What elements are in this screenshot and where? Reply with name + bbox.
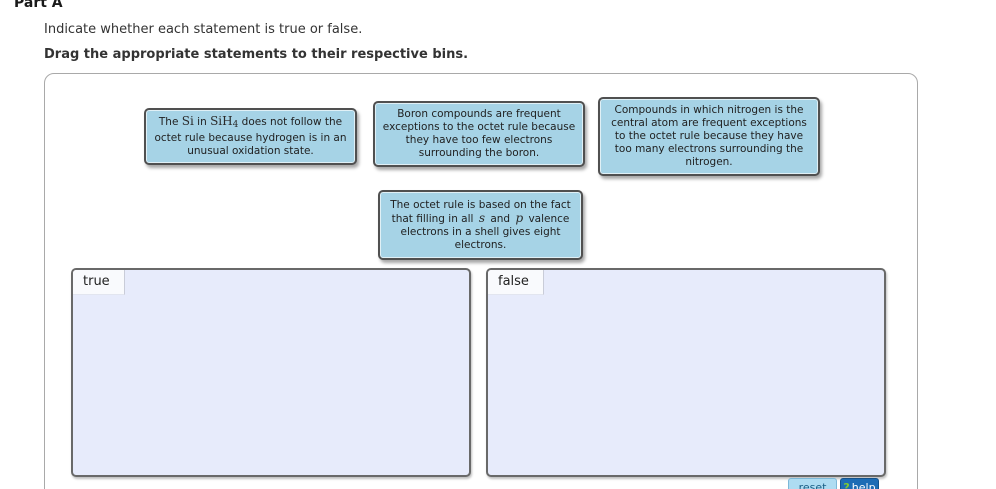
statement-card-boron[interactable]: Boron compounds are frequent exceptions … — [373, 101, 585, 167]
statement-card-octet[interactable]: The octet rule is based on the fact that… — [378, 190, 583, 260]
chem-subscript: 4 — [232, 120, 239, 130]
reset-button[interactable]: reset — [788, 478, 837, 489]
help-question-icon: ? — [843, 481, 850, 489]
chem-formula-si: Si — [181, 114, 194, 128]
drag-instruction-text: Drag the appropriate statements to their… — [44, 47, 469, 62]
statement-card-text: Boron compounds are frequent exceptions … — [382, 108, 576, 159]
statement-card-text: The Si in SiH4 does not follow the octet… — [154, 114, 347, 158]
bin-false-label: false — [488, 270, 544, 295]
math-var-s: s — [478, 210, 485, 225]
bin-true[interactable]: true — [71, 268, 471, 477]
math-var-p: p — [515, 210, 524, 225]
bin-true-label: true — [73, 270, 125, 295]
statement-card-text: Compounds in which nitrogen is the centr… — [611, 104, 807, 168]
help-button-label: help — [851, 481, 876, 489]
help-button[interactable]: ?help — [840, 478, 879, 489]
bin-false[interactable]: false — [486, 268, 886, 477]
part-title: Part A — [14, 0, 63, 11]
statement-card-nitrogen[interactable]: Compounds in which nitrogen is the centr… — [598, 97, 820, 176]
statement-card-text: The octet rule is based on the fact that… — [390, 198, 571, 251]
chem-formula-sih: SiH — [210, 114, 233, 128]
instruction-text: Indicate whether each statement is true … — [44, 22, 363, 37]
statement-card-sih4[interactable]: The Si in SiH4 does not follow the octet… — [144, 108, 357, 165]
